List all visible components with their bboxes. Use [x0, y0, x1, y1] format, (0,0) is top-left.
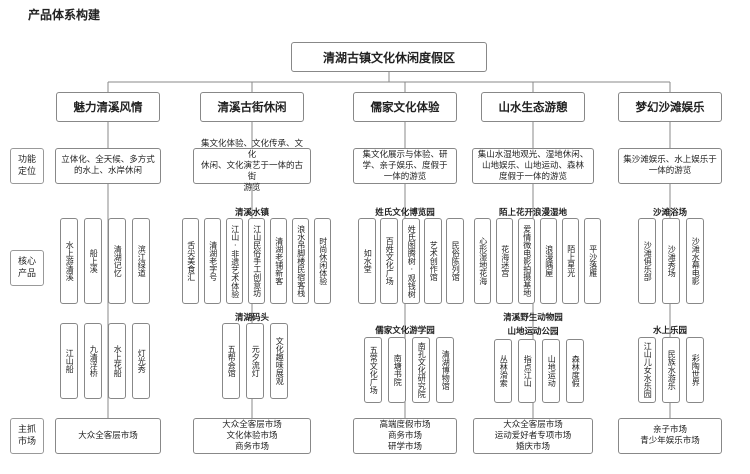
category-positioning: 集文化体验、文化传承、文化 休闲、文化演艺于一体的古街 游览 [193, 139, 311, 193]
product-box: 南塘书院 [388, 337, 406, 403]
category-positioning: 立体化、全天候、多方式 的水上、水岸休闲 [55, 148, 161, 184]
product-box: 清湖老铺新客 [270, 218, 287, 304]
product-box: 舌尖美食汇 [182, 218, 199, 304]
product-box: 江山船 [60, 323, 78, 399]
market-item: 婚庆市场 [515, 441, 550, 452]
market-box: 大众全客层市场 运动爱好者专项市场 婚庆市场 [473, 418, 593, 454]
product-box: 灯光秀 [132, 323, 150, 399]
product-box: 水上游清溪 [60, 218, 78, 304]
product-box: 元夕流灯 [246, 323, 264, 399]
product-box: 时尚休闲体验 [314, 218, 331, 304]
subgroup-title: 水上乐园 [652, 326, 687, 336]
market-item: 大众全客层市场 [503, 419, 563, 430]
market-item: 青少年娱乐市场 [640, 436, 700, 446]
product-box: 船上溪 [84, 218, 102, 304]
subgroup-title: 儒家文化游学园 [375, 326, 435, 336]
product-box: 艺术创作馆 [424, 218, 442, 304]
subgroup-title: 清溪野生动物园 [503, 313, 563, 323]
subgroup-title: 山地运动公园 [507, 327, 559, 337]
product-box: 沙滩俱乐部 [638, 218, 656, 304]
market-item: 运动爱好者专项市场 [494, 430, 572, 441]
product-box: 民族水游乐 [662, 337, 680, 403]
product-box: 清湖博物馆 [436, 337, 454, 403]
market-item: 商务市场 [387, 430, 422, 441]
product-box: 水上花船 [108, 323, 126, 399]
subgroup-title: 陌上花开浪漫湿地 [498, 208, 567, 218]
product-box: 指点江山 [518, 339, 536, 403]
market-item: 研学市场 [387, 441, 422, 452]
product-box: 文化趣味展观 [270, 323, 288, 399]
market-item: 商务市场 [234, 441, 269, 452]
category-landscape-ecology: 山水生态游憩 [481, 92, 585, 122]
category-charm-qingxi: 魅力清溪风情 [56, 92, 160, 122]
product-box: 心形湿地花海 [474, 218, 491, 304]
product-box: 江山·非遗艺术体验 [226, 218, 243, 304]
product-box: 陌上星光 [562, 218, 579, 304]
category-beach-entertainment: 梦幻沙滩娱乐 [618, 92, 722, 122]
product-box: 姓氏图腾树·观钱树 [402, 218, 420, 304]
product-box: 浪水吊脚楼民宿客栈 [292, 218, 309, 304]
market-item: 亲子市场 [652, 425, 687, 435]
product-box: 滨江绿道 [132, 218, 150, 304]
row-label-market: 主抓 市场 [10, 418, 44, 454]
category-positioning: 集山水湿地观光、湿地休闲、 山地娱乐、山地运动、森林 度假于一体的游览 [472, 148, 594, 184]
product-box: 南孔文化研究院 [412, 337, 430, 403]
product-box: 民俗陈列馆 [446, 218, 464, 304]
row-label-core: 核心 产品 [10, 250, 44, 286]
market-item: 大众全客层市场 [222, 419, 282, 430]
subgroup-title: 清湖码头 [234, 313, 269, 323]
product-box: 清湖老字号 [204, 218, 221, 304]
product-box: 山地运动 [542, 339, 560, 403]
product-box: 浪漫隅屋 [540, 218, 557, 304]
product-box: 爱情微电影拍摄基地 [518, 218, 535, 304]
page-title: 产品体系构建 [28, 8, 101, 22]
category-qingxi-old-street: 清溪古街休闲 [200, 92, 304, 122]
category-confucian-culture: 儒家文化体验 [353, 92, 457, 122]
category-positioning: 集沙滩娱乐、水上娱乐于 一体的游览 [618, 148, 722, 184]
market-box: 亲子市场 青少年娱乐市场 [618, 418, 722, 454]
market-box: 高端度假市场 商务市场 研学市场 [353, 418, 457, 454]
product-box: 五常文化广场 [364, 337, 382, 403]
subgroup-title: 清溪水镇 [234, 208, 269, 218]
market-box: 大众全客层市场 文化体验市场 商务市场 [193, 418, 311, 454]
product-box: 如水堂 [358, 218, 376, 304]
product-box: 花海迷宫 [496, 218, 513, 304]
product-box: 五帮会馆 [222, 323, 240, 399]
subgroup-title: 姓氏文化博览园 [375, 208, 435, 218]
product-box: 彩陶世界 [686, 337, 704, 403]
product-box: 沙滩水幕电影 [686, 218, 704, 304]
product-box: 江山民俗手工创意坊 [248, 218, 265, 304]
root-node: 清湖古镇文化休闲度假区 [291, 42, 487, 72]
product-box: 丛林滑索 [494, 339, 512, 403]
market-box: 大众全客层市场 [55, 418, 161, 454]
category-positioning: 集文化展示与体验、研 学、亲子娱乐、度假于 一体的游览 [353, 148, 457, 184]
subgroup-title: 沙滩浴场 [652, 208, 687, 218]
market-item: 高端度假市场 [379, 419, 431, 430]
product-box: 森林度假 [566, 339, 584, 403]
product-box: 九清浮桥 [84, 323, 102, 399]
product-box: 清湖记忆 [108, 218, 126, 304]
product-box: 江山儿女水乐园 [638, 337, 656, 403]
product-box: 百姓文化广场 [380, 218, 398, 304]
market-item: 文化体验市场 [226, 430, 278, 441]
product-box: 平沙落雁 [584, 218, 601, 304]
row-label-function: 功能 定位 [10, 148, 44, 184]
product-box: 沙滩秀场 [662, 218, 680, 304]
market-item: 大众全客层市场 [78, 430, 138, 441]
